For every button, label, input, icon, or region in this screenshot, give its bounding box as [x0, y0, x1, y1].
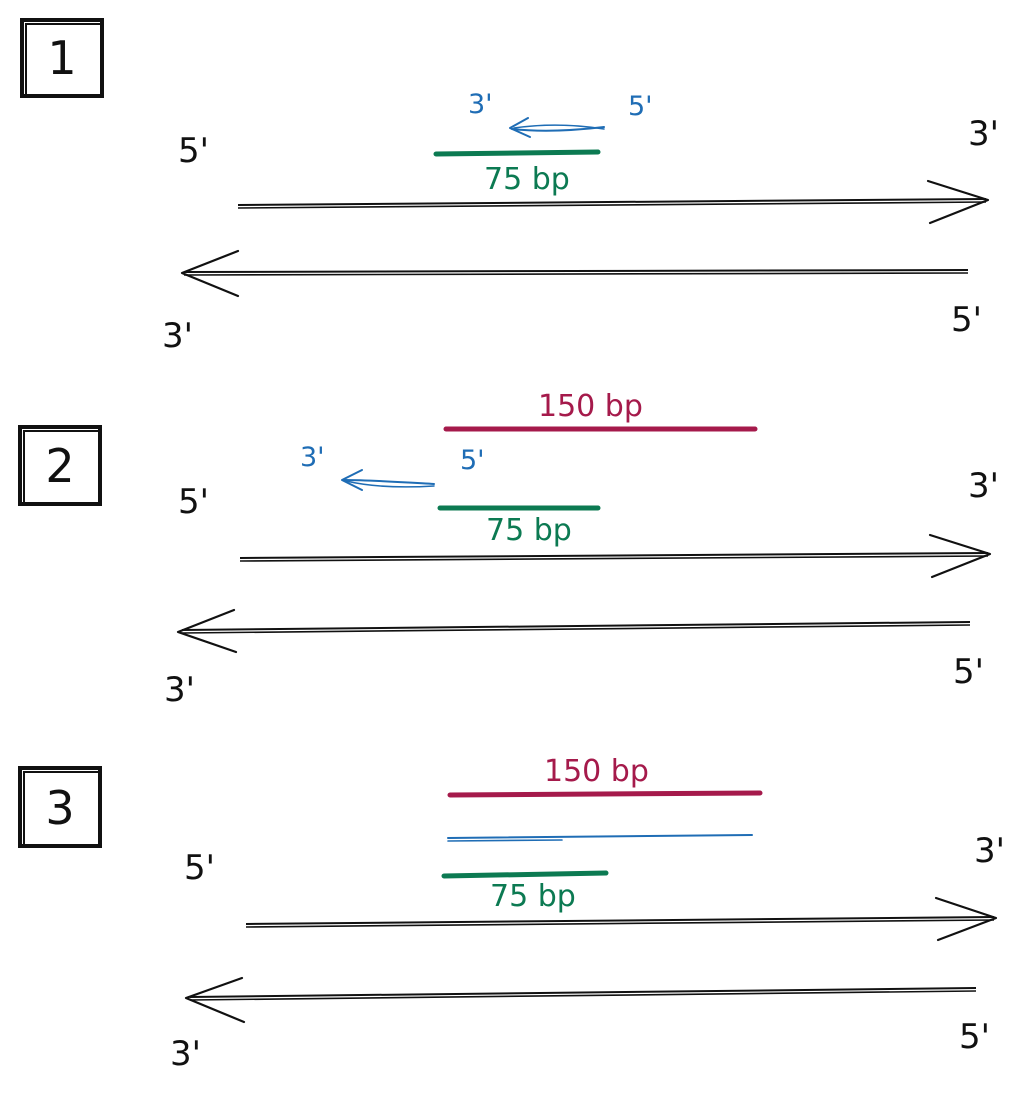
step-1-top-right-end: 3' — [968, 114, 999, 154]
step-3-number-box: 3 — [18, 766, 102, 848]
step-3-top-left-end: 5' — [184, 848, 215, 888]
step-3: 3 150 bp 75 bp 5' 3' 3' 5' — [18, 754, 1005, 1074]
step-1-bottom-strand — [180, 249, 969, 298]
step-1-bottom-right-end: 5' — [951, 300, 982, 340]
step-3-bottom-arrowhead — [184, 976, 246, 1024]
step-2-number: 2 — [45, 439, 74, 493]
step-1-number-box: 1 — [20, 18, 104, 98]
step-3-top-strand — [245, 896, 998, 942]
step-1-top-left-end: 5' — [178, 131, 209, 171]
step-1-primer-right-end: 5' — [628, 91, 653, 122]
step-2-red-label: 150 bp — [538, 389, 643, 424]
step-2-bottom-arrowhead — [176, 608, 238, 654]
step-1-primer-arrow — [509, 117, 605, 138]
step-1-bottom-left-end: 3' — [162, 316, 193, 356]
step-3-bottom-strand — [184, 976, 977, 1024]
step-2-top-left-end: 5' — [178, 482, 209, 522]
step-1: 1 5' 3' 3' 5' 3' 5' 75 bp — [20, 18, 999, 356]
step-1-number: 1 — [47, 31, 76, 85]
step-2: 2 150 bp 3' 5' 75 bp 5' 3' 3' — [18, 389, 999, 710]
step-2-top-arrowhead — [928, 533, 992, 579]
step-3-number: 3 — [45, 781, 74, 835]
step-3-extended-primer — [447, 834, 753, 842]
step-3-bottom-right-end: 5' — [959, 1017, 990, 1057]
step-1-green-segment — [433, 149, 601, 157]
step-2-bottom-strand — [176, 608, 971, 654]
step-2-primer-left-end: 3' — [300, 442, 325, 473]
step-2-green-label: 75 bp — [486, 513, 572, 548]
step-3-red-segment — [447, 790, 763, 798]
step-3-top-right-end: 3' — [974, 831, 1005, 871]
step-2-primer-arrow — [341, 469, 435, 491]
step-1-green-label: 75 bp — [484, 162, 570, 197]
step-3-green-segment — [441, 870, 609, 879]
step-1-primer-left-end: 3' — [468, 89, 493, 120]
step-2-bottom-right-end: 5' — [953, 652, 984, 692]
step-3-bottom-left-end: 3' — [170, 1034, 201, 1074]
step-2-top-strand — [239, 533, 992, 579]
step-2-bottom-left-end: 3' — [164, 670, 195, 710]
step-1-top-arrowhead — [926, 179, 990, 225]
step-2-primer-right-end: 5' — [460, 445, 485, 476]
step-3-top-arrowhead — [934, 896, 998, 942]
step-1-bottom-arrowhead — [180, 249, 240, 298]
step-3-green-label: 75 bp — [490, 879, 576, 914]
step-2-number-box: 2 — [18, 425, 102, 506]
step-2-top-right-end: 3' — [968, 466, 999, 506]
step-3-red-label: 150 bp — [544, 754, 649, 789]
step-1-top-strand — [237, 179, 990, 225]
